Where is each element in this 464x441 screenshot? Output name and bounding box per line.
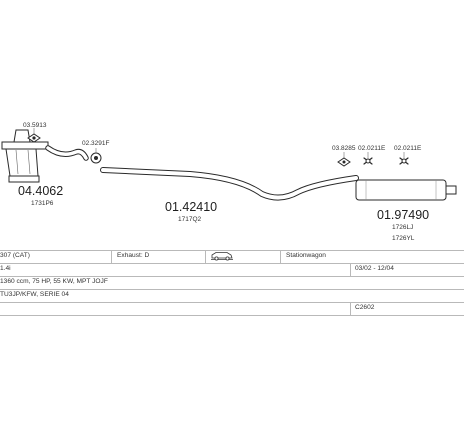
info-row-model: 307 (CAT) Exhaust: D Stationwagon xyxy=(0,250,464,262)
front-pipe-gasket-code: 02.3291F xyxy=(82,140,109,147)
table-rule xyxy=(0,302,464,303)
info-row-engine: 1.4i 03/02 - 12/04 xyxy=(0,263,464,275)
rear-silencer[interactable] xyxy=(355,179,457,201)
production-years: 03/02 - 12/04 xyxy=(355,265,394,272)
exhaust-system-diagram: 03.5913 02.3291F 04.4062 1731P6 01.42410… xyxy=(1,122,457,242)
table-rule xyxy=(0,250,464,251)
mounting-kit-code: 03.8285 xyxy=(332,145,356,152)
front-pipe[interactable] xyxy=(45,145,89,161)
catalyst-bracket[interactable] xyxy=(27,133,41,143)
table-rule xyxy=(0,263,464,264)
exhaust-type: Exhaust: D xyxy=(117,252,150,259)
rear-silencer-ref-2: 1726YL xyxy=(392,235,415,242)
info-row-codes: TU3JP/KFW, SERIE 04 xyxy=(0,289,464,301)
catalyst-bracket-code: 03.5913 xyxy=(23,122,47,129)
front-pipe-gasket[interactable] xyxy=(90,152,102,164)
table-divider xyxy=(350,302,351,315)
stationwagon-car-icon xyxy=(211,252,233,261)
rear-silencer-ref-1: 1726LJ xyxy=(392,224,413,231)
table-divider xyxy=(205,250,206,263)
catalytic-converter[interactable] xyxy=(1,129,49,183)
model-name: 307 (CAT) xyxy=(0,252,30,259)
table-rule xyxy=(0,276,464,277)
engine-spec: 1360 ccm, 75 HP, 55 KW, MPT JOJF xyxy=(0,278,108,285)
rear-clamp-1[interactable] xyxy=(363,157,373,165)
mounting-kit[interactable] xyxy=(337,157,351,167)
table-divider xyxy=(111,250,112,263)
table-rule xyxy=(0,289,464,290)
engine-size: 1.4i xyxy=(0,265,11,272)
rear-clamp-2-code: 02.0211E xyxy=(394,145,422,152)
reference-code: C2602 xyxy=(355,304,375,311)
centre-pipe-ref: 1717Q2 xyxy=(178,216,202,223)
body-style: Stationwagon xyxy=(286,252,326,259)
leader-lines xyxy=(33,128,405,158)
centre-pipe[interactable] xyxy=(100,167,359,201)
vehicle-info-table: 307 (CAT) Exhaust: D Stationwagon 1.4i 0… xyxy=(0,250,464,326)
centre-pipe-code: 01.42410 xyxy=(165,200,217,214)
rear-clamp-2[interactable] xyxy=(399,157,409,165)
table-divider xyxy=(350,263,351,276)
info-row-ref: C2602 xyxy=(0,302,464,314)
rear-clamp-1-code: 02.0211E xyxy=(358,145,386,152)
rear-silencer-code: 01.97490 xyxy=(377,208,429,222)
catalyst-code: 04.4062 xyxy=(18,184,63,198)
table-divider xyxy=(280,250,281,263)
table-rule xyxy=(0,315,464,316)
catalyst-ref: 1731P6 xyxy=(31,200,54,207)
info-row-spec: 1360 ccm, 75 HP, 55 KW, MPT JOJF xyxy=(0,276,464,288)
engine-codes: TU3JP/KFW, SERIE 04 xyxy=(0,291,69,298)
